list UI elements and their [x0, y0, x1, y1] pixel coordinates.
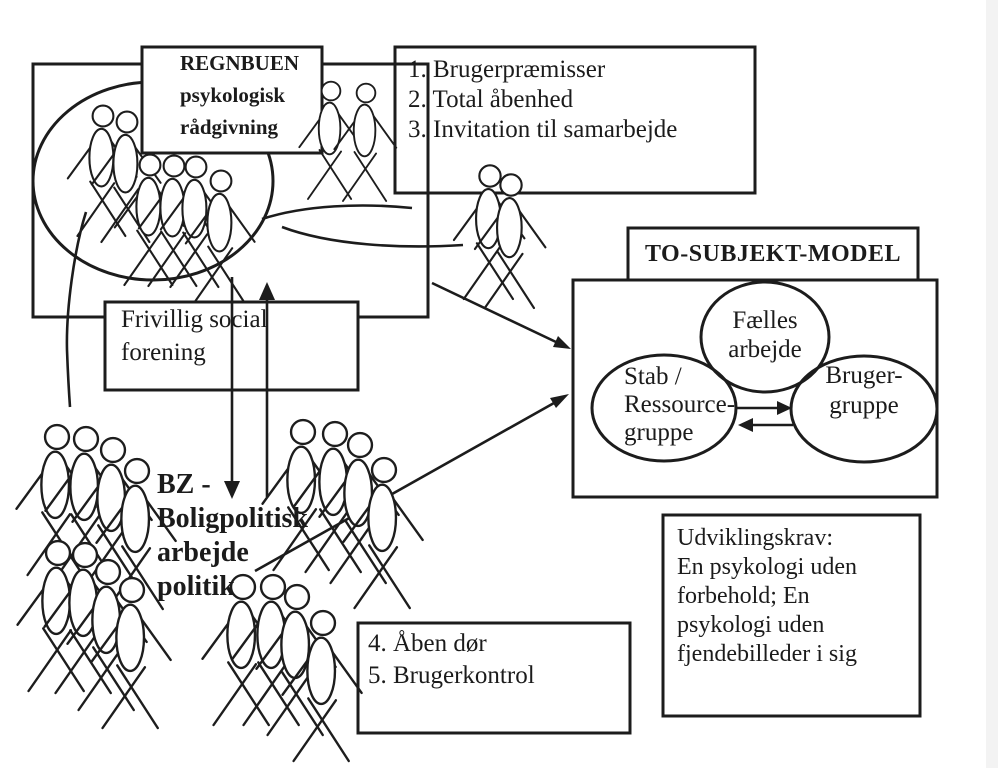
faelles-line: arbejde — [728, 336, 802, 363]
bz-crowd-bottom — [201, 573, 363, 763]
person-figure — [281, 609, 363, 763]
arrow-up-head — [259, 282, 275, 300]
udvikling-line: psykologi uden — [677, 612, 825, 638]
bz-crowd-middle — [261, 418, 424, 610]
person-figure — [473, 173, 547, 310]
principle-item: 3. Invitation til samarbejde — [408, 116, 678, 143]
principle-item: 1. Brugerpræmisser — [408, 56, 606, 83]
udvikling-line: fjendebilleder i sig — [677, 641, 857, 667]
arrow-regnbuen-to-model-line — [431, 281, 557, 344]
regnbuen-box-label: REGNBUEN psykologisk rådgivning — [180, 47, 299, 143]
door-list: 4. Åben dør 5. Brugerkontrol — [368, 628, 535, 692]
udvikling-label: Udviklingskrav: En psykologi uden forbeh… — [677, 524, 857, 669]
faelles-label: Fælles arbejde — [700, 306, 830, 364]
arrow-down-head — [224, 481, 240, 499]
stab-line: Ressource- — [624, 391, 736, 418]
person-figure — [184, 169, 256, 303]
udvikling-line: forbehold; En — [677, 583, 810, 609]
regnbuen-line: psykologisk — [180, 83, 286, 107]
door-box — [356, 621, 632, 735]
model-title-box — [626, 226, 920, 282]
model-arrow-left-head — [738, 418, 753, 432]
person-figure — [298, 80, 363, 200]
frivillig-line: Frivillig social — [121, 306, 268, 333]
bz-line: politik — [157, 571, 235, 602]
regnbuen-line: REGNBUEN — [180, 51, 300, 75]
udvikling-line: Udviklingskrav: — [677, 525, 833, 551]
crowd-layer-under — [66, 104, 256, 303]
bz-line: BZ - — [157, 469, 211, 500]
bz-label: BZ - Boligpolitisk arbejde politik — [157, 468, 308, 604]
udvikling-line: En psykologi uden — [677, 554, 857, 580]
stab-line: Stab / — [624, 363, 682, 390]
frivillig-line: forening — [121, 339, 206, 366]
model-arrow-right-head — [777, 401, 792, 415]
model-title: TO-SUBJEKT-MODEL — [644, 240, 902, 267]
faelles-ellipse — [699, 280, 831, 394]
flow-curve-lower — [281, 225, 464, 248]
udvikling-box — [661, 513, 922, 718]
bz-line: arbejde — [157, 537, 249, 568]
principles-list: 1. Brugerpræmisser 2. Total åbenhed 3. I… — [408, 55, 677, 145]
bz-crowd-lower-left — [16, 539, 172, 730]
arrow-bz-to-model-head — [550, 394, 569, 408]
principle-item: 2. Total åbenhed — [408, 86, 574, 113]
person-figure — [255, 583, 337, 737]
model-main-box — [571, 278, 939, 499]
crowd-layer-over — [15, 80, 547, 763]
stab-label: Stab / Ressource- gruppe — [624, 363, 735, 447]
regnbuen-crowd — [66, 104, 256, 303]
arrow-bz-to-model-line — [254, 401, 555, 573]
faelles-line: Fælles — [732, 307, 798, 334]
stab-ellipse — [590, 353, 738, 463]
person-figure — [43, 541, 125, 695]
person-figure — [261, 418, 343, 572]
principles-box — [393, 45, 757, 195]
person-figure — [333, 82, 398, 202]
bruger-ellipse — [789, 354, 939, 464]
door-item: 5. Brugerkontrol — [368, 662, 535, 689]
bz-crowd-upper-left — [15, 423, 177, 611]
person-figure — [113, 153, 185, 287]
person-figure — [66, 104, 138, 238]
visitor-pair — [452, 164, 547, 310]
regnbuen-line: rådgivning — [180, 115, 279, 139]
bz-line: Boligpolitisk — [157, 503, 308, 534]
person-figure — [90, 576, 172, 730]
door-item: 4. Åben dør — [368, 630, 487, 657]
stab-line: gruppe — [624, 419, 694, 446]
bruger-line: gruppe — [829, 392, 899, 419]
bruger-label: Bruger- gruppe — [790, 361, 938, 421]
flow-curve-upper — [261, 204, 413, 221]
person-figure — [90, 110, 162, 244]
person-figure — [15, 423, 97, 577]
person-figure — [201, 573, 283, 727]
person-figure — [342, 456, 424, 610]
link-curve-left — [65, 211, 88, 408]
arrow-regnbuen-to-model-head — [553, 336, 571, 349]
regnbuen-title-box — [140, 45, 324, 155]
members-pair — [298, 80, 398, 202]
bruger-line: Bruger- — [825, 362, 903, 389]
frivillig-label: Frivillig social forening — [121, 303, 268, 369]
person-figure — [66, 558, 148, 712]
scan-edge-artifact — [986, 0, 998, 768]
